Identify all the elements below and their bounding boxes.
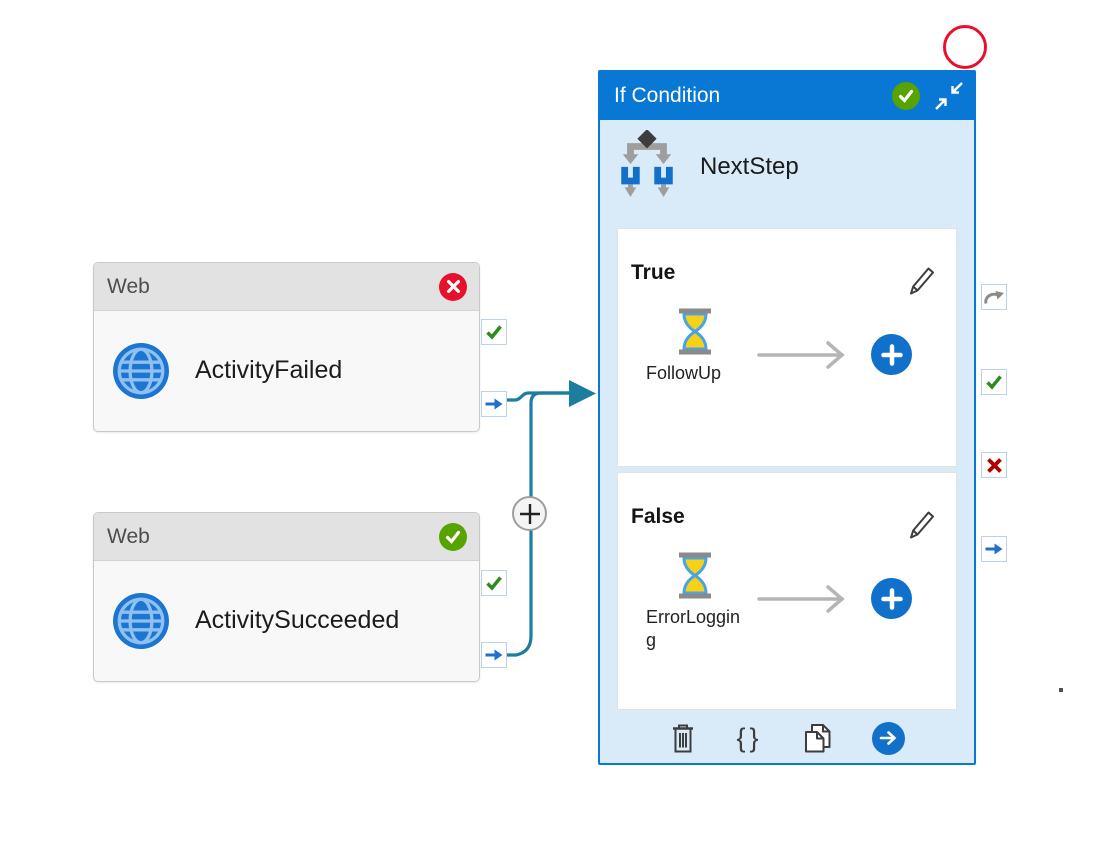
- activity-card-body: ActivitySucceeded: [94, 561, 479, 680]
- activity-card-activitysucceeded[interactable]: Web ActivitySucceeded: [93, 512, 480, 682]
- artifact-dot: [1059, 688, 1063, 692]
- add-connector-button[interactable]: [512, 496, 547, 531]
- activity-name: ActivitySucceeded: [195, 606, 400, 634]
- collapse-icon[interactable]: [934, 81, 964, 111]
- highlight-circle-annotation: [943, 25, 987, 69]
- if-condition-toolbar: {}: [600, 713, 974, 763]
- wait-activity-errorlogging[interactable]: ErrorLogging: [646, 552, 742, 651]
- branch-body: ErrorLogging: [618, 552, 956, 651]
- wait-hourglass-icon: [676, 308, 714, 355]
- port-completion-activityfailed[interactable]: [481, 391, 507, 417]
- wait-hourglass-icon: [676, 552, 714, 599]
- wait-activity-name: ErrorLogging: [646, 607, 741, 650]
- port-skip[interactable]: [981, 284, 1007, 310]
- activity-card-activityfailed[interactable]: Web ActivityFailed: [93, 262, 480, 432]
- port-completion-activitysucceeded[interactable]: [481, 642, 507, 668]
- port-failure-ifcondition[interactable]: [981, 452, 1007, 478]
- branch-card-false[interactable]: False: [617, 472, 957, 710]
- activity-card-body: ActivityFailed: [94, 311, 479, 430]
- web-activity-icon: [112, 592, 170, 650]
- if-condition-header: If Condition: [600, 72, 974, 120]
- if-condition-icon: [617, 129, 677, 203]
- status-failed-icon: [439, 272, 467, 301]
- branch-label: False: [631, 505, 685, 528]
- connector-arrowhead: [569, 380, 596, 407]
- port-success-ifcondition[interactable]: [981, 369, 1007, 395]
- activity-card-header: Web: [94, 513, 479, 561]
- edit-pencil-icon[interactable]: [906, 265, 936, 298]
- activity-name: ActivityFailed: [195, 356, 343, 384]
- port-completion-ifcondition[interactable]: [981, 536, 1007, 562]
- edit-pencil-icon[interactable]: [906, 509, 936, 542]
- status-succeeded-icon: [892, 82, 920, 110]
- branch-head: True: [618, 229, 956, 298]
- branch-body: FollowUp: [618, 308, 956, 385]
- port-success-activitysucceeded[interactable]: [481, 570, 507, 596]
- branch-arrow: [757, 341, 845, 369]
- code-braces-icon[interactable]: {}: [736, 722, 763, 753]
- activity-type-label: Web: [107, 274, 150, 298]
- if-condition-name: NextStep: [700, 152, 799, 180]
- port-success-activityfailed[interactable]: [481, 319, 507, 345]
- web-activity-icon: [112, 342, 170, 400]
- wait-activity-followup[interactable]: FollowUp: [646, 308, 742, 385]
- branch-card-true[interactable]: True: [617, 228, 957, 467]
- activity-type-label: Web: [107, 524, 150, 548]
- navigate-arrow-button[interactable]: [871, 721, 905, 755]
- delete-icon[interactable]: [669, 722, 697, 754]
- activity-card-header: Web: [94, 263, 479, 311]
- branch-label: True: [631, 261, 676, 284]
- branch-arrow: [757, 585, 845, 613]
- arrow-right-icon: [871, 721, 905, 755]
- if-condition-title: If Condition: [614, 84, 721, 107]
- branch-head: False: [618, 473, 956, 542]
- wait-activity-name: FollowUp: [646, 363, 722, 383]
- add-activity-button[interactable]: [871, 334, 912, 375]
- add-activity-button[interactable]: [871, 578, 912, 619]
- copy-icon[interactable]: [802, 722, 833, 754]
- status-succeeded-icon: [439, 522, 467, 551]
- if-condition-panel[interactable]: If Condition: [598, 70, 976, 765]
- if-condition-activity: NextStep: [617, 129, 799, 203]
